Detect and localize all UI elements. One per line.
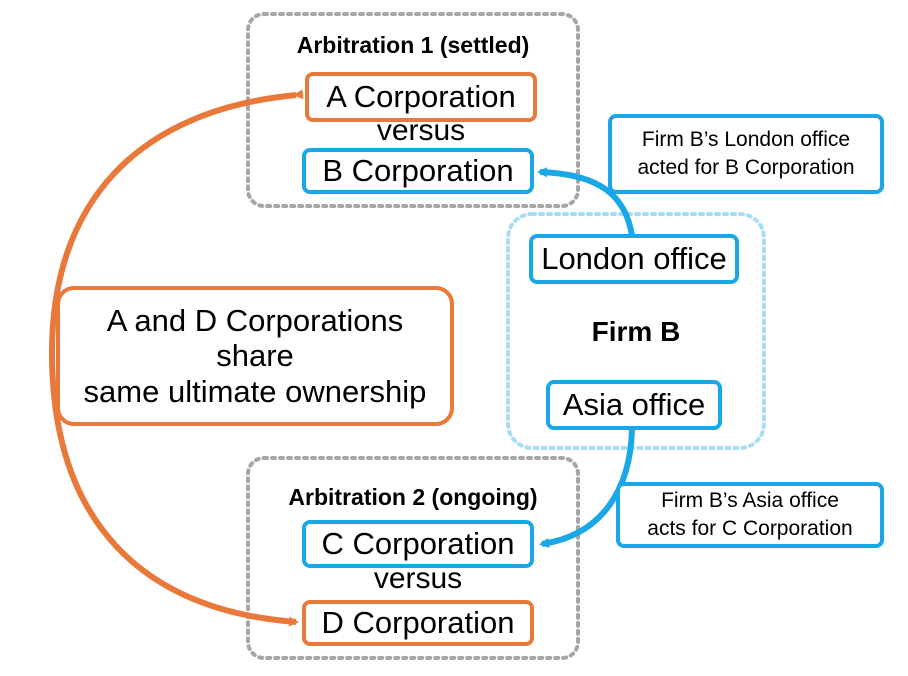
firm-group-outline	[506, 212, 766, 450]
d-corporation-box: D Corporation	[302, 600, 534, 646]
london-note-line1: Firm B’s London office	[641, 127, 851, 151]
arbitration2-versus: versus	[373, 562, 463, 595]
c-corporation-box: C Corporation	[302, 520, 534, 568]
a-corporation-box: A Corporation	[305, 72, 537, 122]
d-corporation-label: D Corporation	[321, 605, 515, 641]
ownership-arc-to-d	[49, 357, 299, 627]
b-corporation-box: B Corporation	[302, 148, 534, 194]
london-note-line2: acted for B Corporation	[637, 156, 855, 179]
arbitration1-title: Arbitration 1 (settled)	[296, 32, 530, 58]
firm-title: Firm B	[591, 316, 681, 347]
ownership-note-line2: share	[216, 338, 294, 374]
arbitration2-group-outline	[246, 456, 580, 660]
asia-note-box: Firm B’s Asia office acts for C Corporat…	[616, 482, 884, 548]
asia-note-line1: Firm B’s Asia office	[661, 488, 839, 512]
arbitration1-versus: versus	[376, 114, 466, 147]
ownership-note-line1: A and D Corporations	[106, 302, 404, 338]
asia-office-label: Asia office	[562, 387, 706, 423]
london-office-box: London office	[529, 234, 739, 284]
b-corporation-label: B Corporation	[322, 153, 514, 189]
arbitration2-title: Arbitration 2 (ongoing)	[288, 484, 538, 510]
london-office-label: London office	[541, 241, 727, 277]
london-note-box: Firm B’s London office acted for B Corpo…	[608, 114, 884, 194]
c-corporation-label: C Corporation	[321, 526, 515, 562]
ownership-note-line3: same ultimate ownership	[83, 373, 427, 409]
a-corporation-label: A Corporation	[326, 79, 516, 115]
arbitration1-group-outline	[246, 12, 580, 208]
asia-to-c-arrow	[539, 429, 635, 548]
london-to-b-arrow	[537, 167, 635, 237]
asia-office-box: Asia office	[546, 380, 722, 430]
ownership-note-box: A and D Corporations share same ultimate…	[56, 286, 454, 426]
asia-note-line2: acts for C Corporation	[647, 517, 853, 540]
